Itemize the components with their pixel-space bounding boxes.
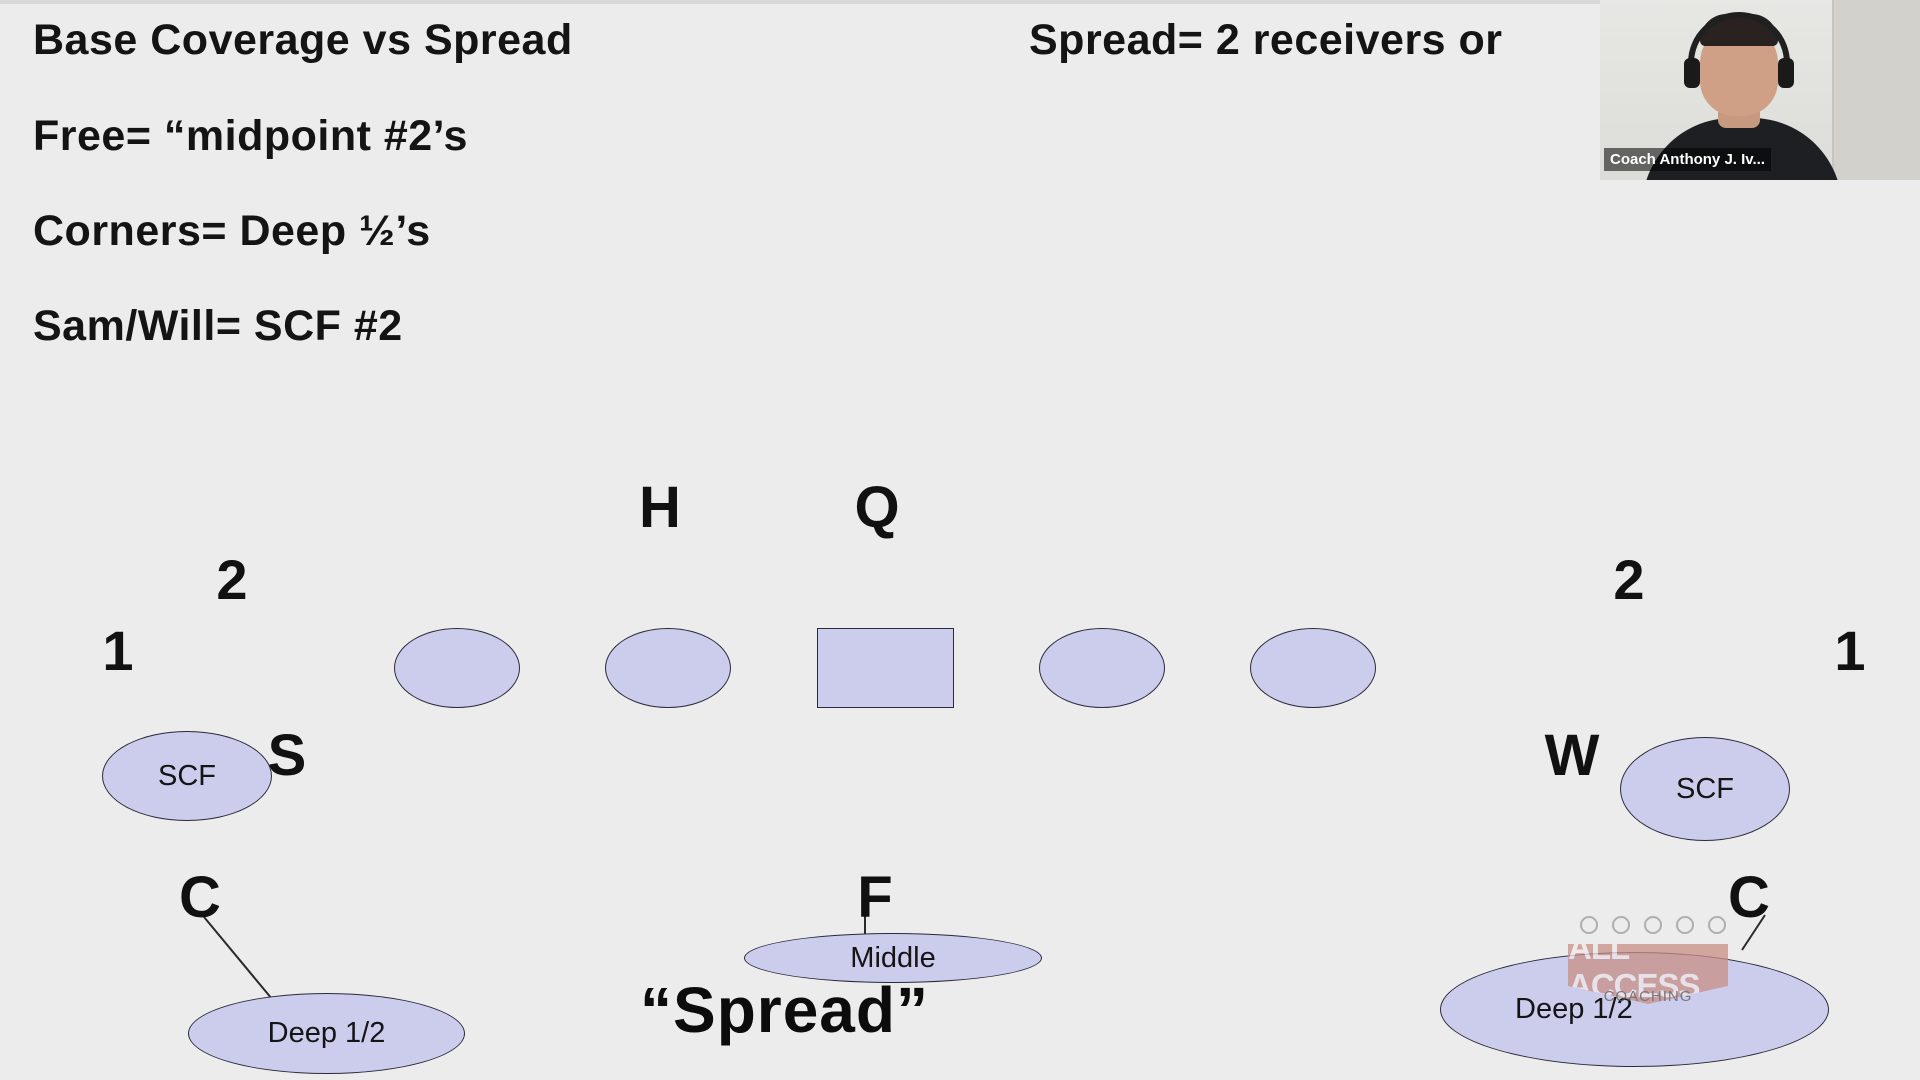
top-edge — [0, 0, 1920, 4]
left-receiver-1-label: 1 — [102, 619, 134, 682]
football-icon — [1644, 916, 1662, 934]
will-label: W — [1544, 723, 1600, 788]
offensive-guard-left — [605, 628, 731, 708]
right-receiver-1-label: 1 — [1834, 619, 1866, 682]
quarterback-label: Q — [854, 475, 900, 540]
rule-free: Free= “midpoint #2’s — [33, 112, 468, 160]
spread-definition: Spread= 2 receivers or — [1029, 16, 1503, 64]
watermark-icons — [1580, 916, 1726, 934]
headset-icon — [1688, 12, 1790, 82]
rule-corners: Corners= Deep ½’s — [33, 207, 431, 255]
ball-icon — [1580, 916, 1598, 934]
right-receiver-2-label: 2 — [1613, 548, 1645, 611]
corner-right-label: C — [1728, 865, 1770, 930]
middle-zone: Middle — [744, 933, 1042, 983]
corner-left-label: C — [179, 865, 221, 930]
left-receiver-2-label: 2 — [216, 548, 248, 611]
participant-name: Coach Anthony J. Iv... — [1604, 148, 1772, 171]
webcam-tile[interactable]: Coach Anthony J. Iv... — [1600, 0, 1920, 180]
left-deep-half-zone: Deep 1/2 — [188, 993, 465, 1074]
center-square — [817, 628, 954, 708]
free-safety-label: F — [857, 865, 893, 930]
rule-sam-will: Sam/Will= SCF #2 — [33, 302, 403, 350]
headset-earcup-left — [1684, 58, 1700, 88]
left-scf-zone: SCF — [102, 731, 272, 821]
offensive-tackle-left — [394, 628, 520, 708]
kettlebell-icon — [1708, 916, 1726, 934]
offensive-tackle-right — [1250, 628, 1376, 708]
formation-title: “Spread” — [640, 974, 929, 1046]
racket-icon — [1676, 916, 1694, 934]
h-back-label: H — [639, 475, 681, 540]
headset-earcup-right — [1778, 58, 1794, 88]
sam-label: S — [267, 723, 307, 788]
background-door — [1832, 0, 1920, 180]
offensive-guard-right — [1039, 628, 1165, 708]
right-scf-zone: SCF — [1620, 737, 1790, 841]
slide-title: Base Coverage vs Spread — [33, 16, 573, 64]
watermark-sub-text: COACHING — [1603, 988, 1693, 1005]
ball-icon — [1612, 916, 1630, 934]
all-access-coaching-watermark: ALL ACCESS COACHING — [1560, 912, 1760, 1042]
